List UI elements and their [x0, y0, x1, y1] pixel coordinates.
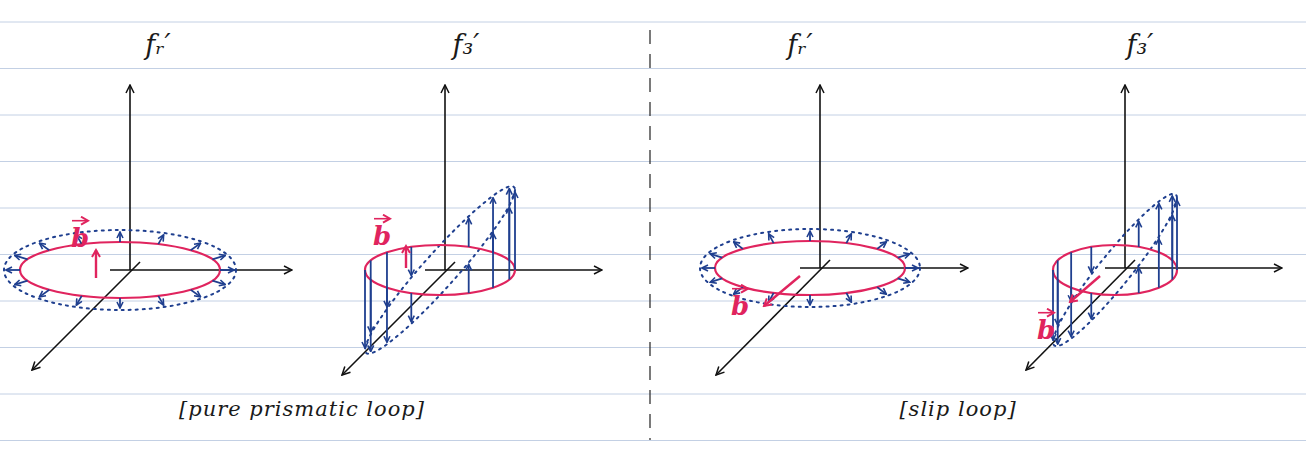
dislocation-loop	[715, 241, 905, 295]
force-arrow	[1090, 293, 1092, 319]
force-arrow	[158, 296, 163, 305]
panel-title: f₃′	[453, 30, 480, 60]
notebook-lines	[0, 22, 1306, 441]
force-arrow	[158, 235, 163, 244]
force-arrow	[492, 198, 494, 253]
vector-label: b	[1037, 316, 1055, 345]
ruled-line	[0, 394, 1306, 395]
force-arrow	[191, 290, 201, 297]
force-arrow	[877, 287, 886, 294]
vector-sign	[732, 288, 748, 290]
force-arrow	[1171, 196, 1173, 261]
force-arrow	[1176, 200, 1178, 270]
force-arrow	[410, 293, 412, 322]
force-arrow	[905, 267, 918, 269]
force-arrow	[76, 296, 81, 305]
axis	[110, 269, 292, 271]
burgers-vector	[95, 250, 97, 278]
ruled-line	[0, 68, 1306, 69]
force-arrow	[1057, 260, 1059, 325]
force-arrow	[508, 189, 510, 261]
ruled-line	[0, 208, 1306, 209]
force-arrow	[769, 234, 774, 243]
force-arrow	[877, 242, 886, 249]
axis	[1105, 267, 1282, 269]
dislocation-loop	[20, 242, 220, 298]
force-arrow	[734, 242, 743, 249]
axis	[32, 262, 140, 370]
force-arrow	[1138, 221, 1140, 247]
force-arrow	[370, 260, 372, 332]
panel-title: fᵣ′	[787, 30, 813, 60]
force-arrow	[119, 232, 121, 242]
force-arrow	[39, 243, 49, 250]
caption-note: [slip loop]	[899, 398, 1016, 421]
force-arrow	[212, 255, 225, 259]
ruled-line	[0, 301, 1306, 302]
force-arrow	[898, 278, 910, 282]
ruled-line	[0, 440, 1306, 441]
vector-sign	[1038, 312, 1054, 314]
ruled-line	[0, 254, 1306, 255]
force-arrow	[119, 298, 121, 308]
force-arrow	[809, 231, 811, 241]
panel-title: f₃′	[1127, 30, 1154, 60]
force-arrow	[212, 281, 225, 285]
axis	[1124, 85, 1126, 268]
force-arrow	[1138, 268, 1140, 294]
ruled-line	[0, 115, 1306, 116]
force-arrow	[191, 243, 201, 250]
panel-title: fᵣ′	[145, 30, 171, 60]
force-arrow	[702, 267, 715, 269]
force-arrow	[468, 264, 470, 293]
stress-envelope	[4, 230, 236, 310]
force-arrow	[846, 234, 851, 243]
burgers-vector	[405, 246, 407, 268]
vector-label: b	[731, 292, 749, 321]
force-arrow	[710, 278, 722, 282]
axis	[716, 260, 830, 375]
force-arrow	[15, 281, 28, 285]
force-arrow	[898, 254, 910, 258]
burgers-vector	[1070, 276, 1100, 302]
burgers-vector	[764, 276, 800, 306]
force-arrow	[386, 252, 388, 307]
axis	[800, 267, 968, 269]
ruled-line	[0, 161, 1306, 162]
force-arrow	[15, 255, 28, 259]
force-arrow	[6, 269, 20, 271]
ruled-line	[0, 22, 1306, 23]
force-arrow	[809, 295, 811, 305]
caption-note: [pure prismatic loop]	[179, 398, 425, 421]
force-arrow	[410, 247, 412, 276]
axis	[342, 262, 455, 375]
force-arrow	[364, 270, 366, 348]
axis	[1026, 260, 1135, 370]
force-arrow	[39, 290, 49, 297]
stress-envelope	[365, 186, 515, 354]
force-arrow	[846, 293, 851, 302]
force-arrow	[710, 254, 722, 258]
divider	[649, 30, 650, 440]
vector-label: b	[71, 224, 89, 253]
vector-sign	[72, 220, 88, 222]
force-arrow	[468, 218, 470, 247]
force-arrow	[1158, 203, 1160, 252]
loop-figures	[4, 85, 1282, 375]
axis	[425, 269, 602, 271]
vector-label: b	[373, 222, 391, 251]
force-arrow	[1070, 252, 1072, 301]
ruled-line	[0, 347, 1306, 348]
vector-sign	[374, 218, 390, 220]
axis	[444, 85, 446, 270]
force-arrow	[514, 192, 516, 270]
force-arrow	[1090, 247, 1092, 273]
force-arrow	[220, 269, 234, 271]
stress-envelope	[1053, 194, 1177, 346]
